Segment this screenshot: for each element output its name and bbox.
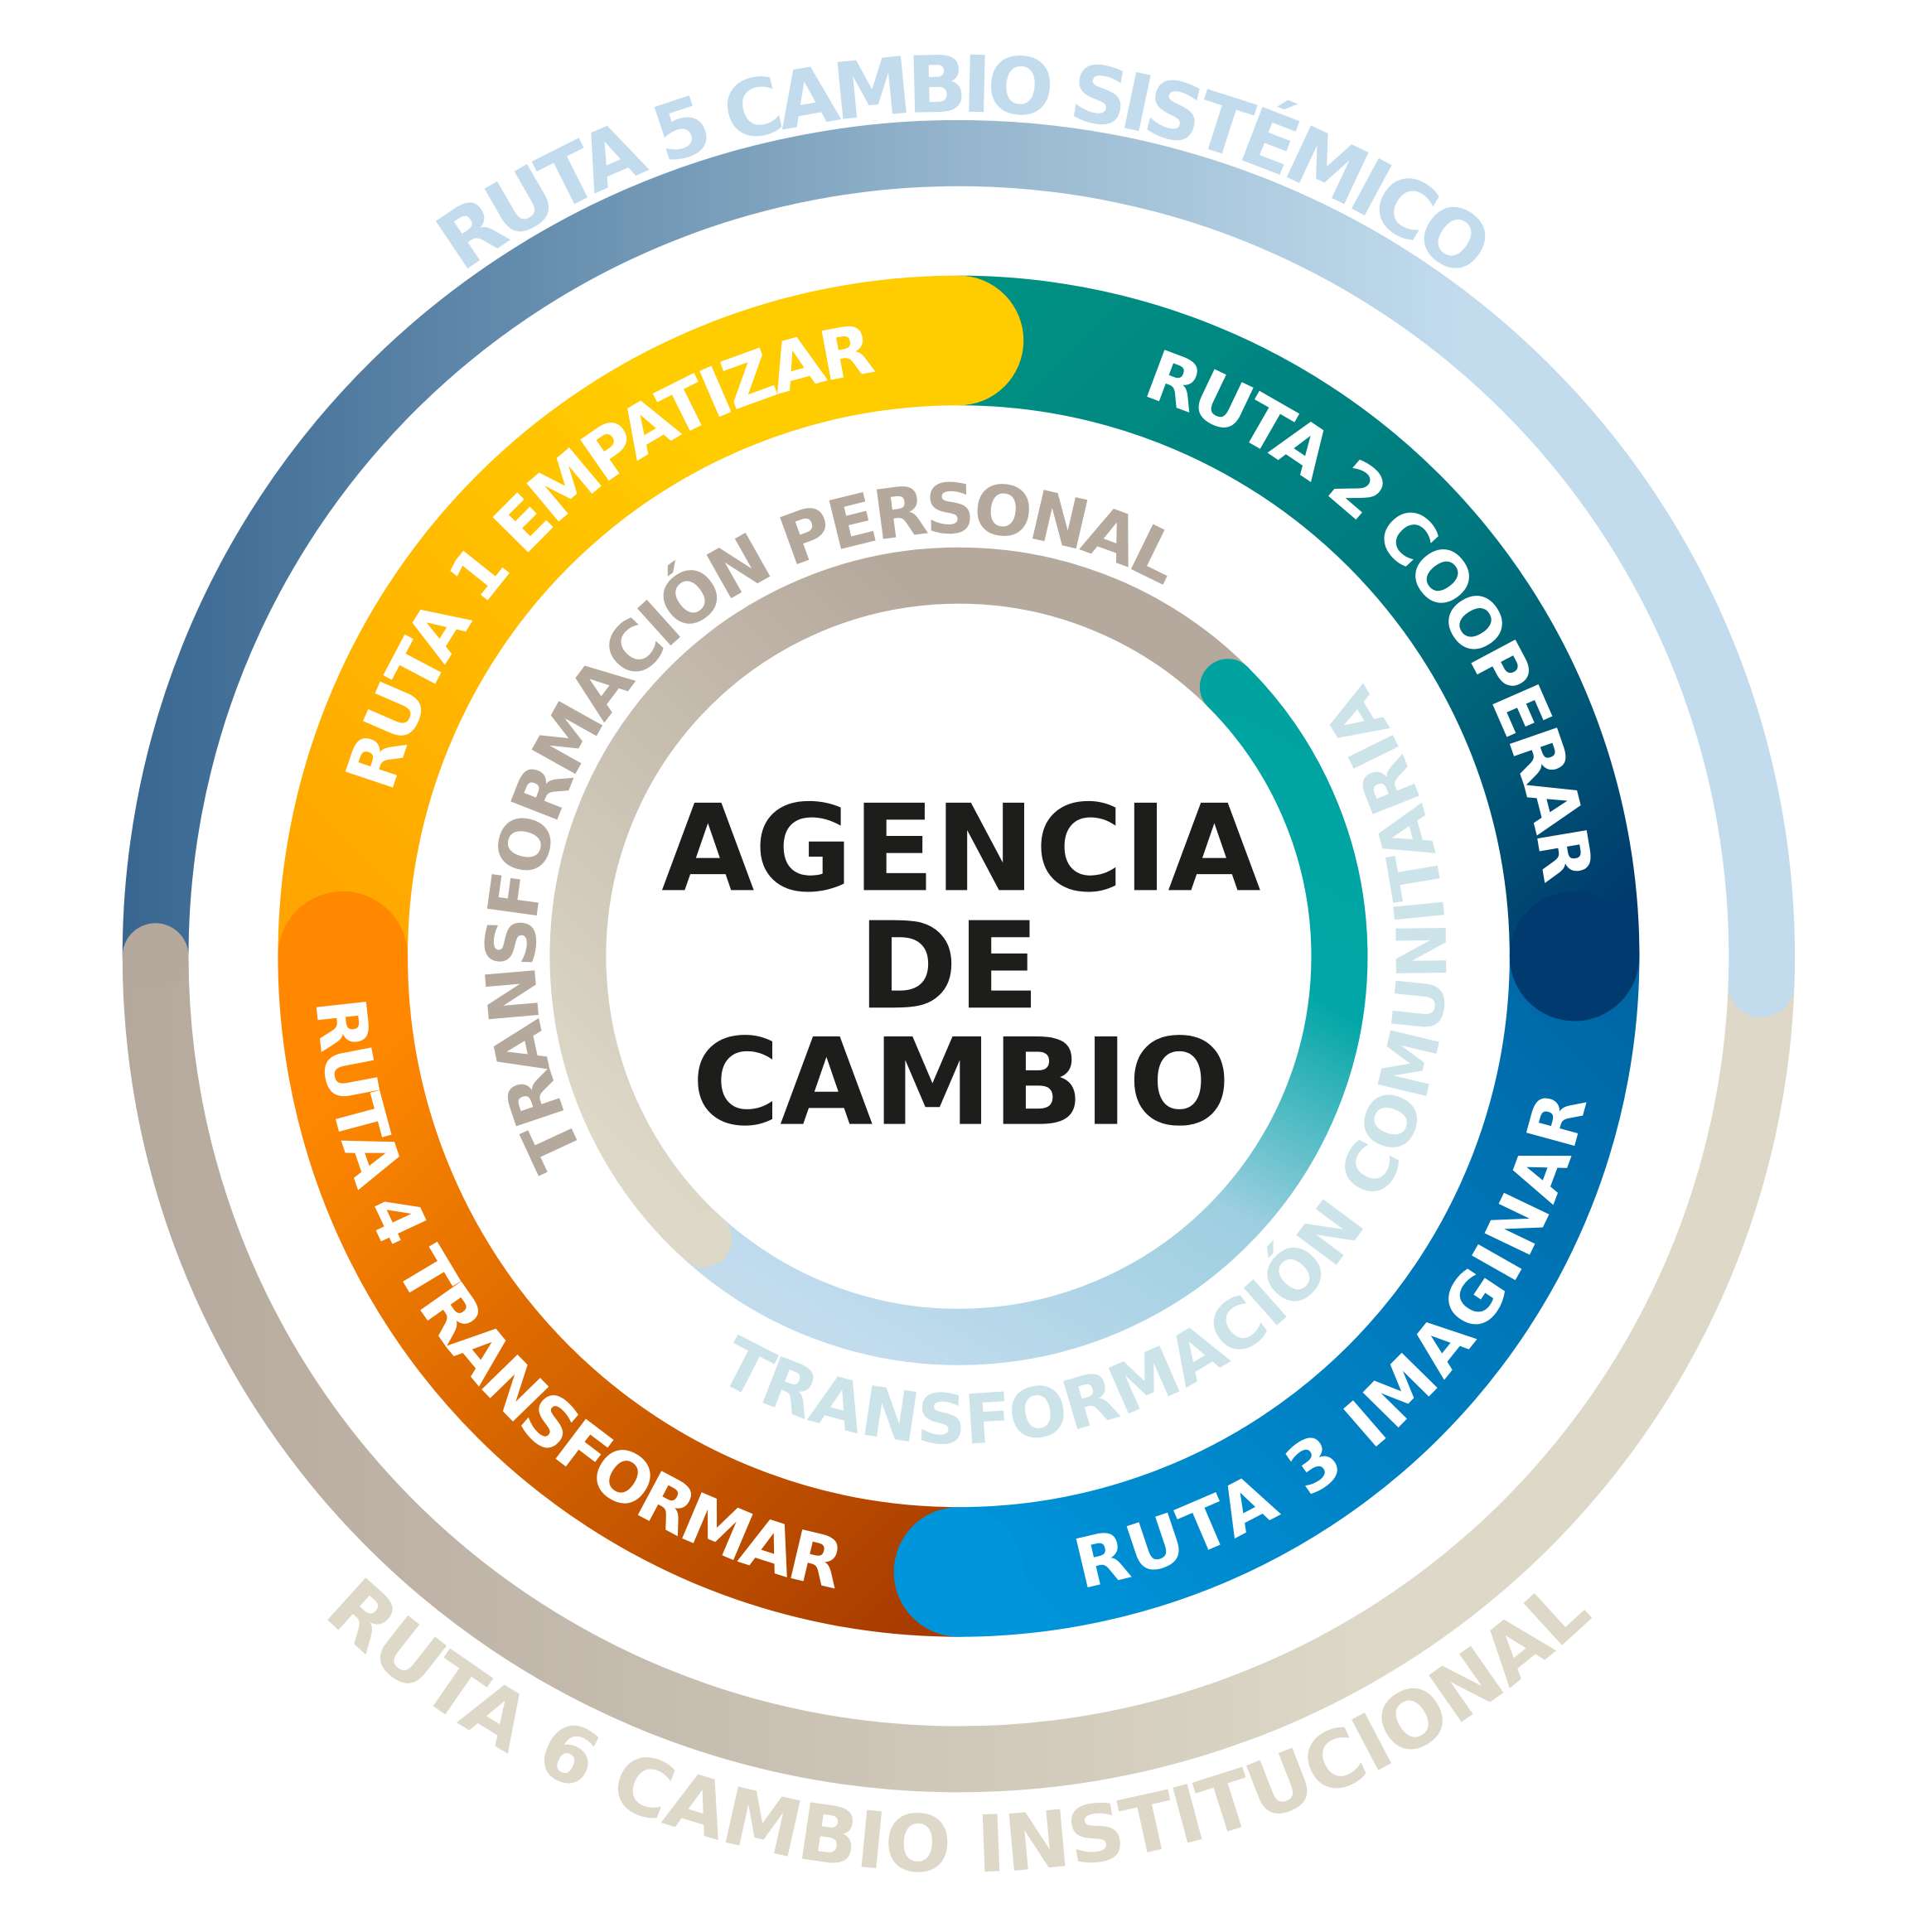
ruta3-arc xyxy=(958,956,1640,1637)
personal-cap xyxy=(675,1210,733,1268)
center-title-line-2: DE xyxy=(858,897,1040,1036)
ruta6-cap xyxy=(122,923,189,990)
transformacion-comunitaria-arc xyxy=(684,667,1368,1365)
ruta2-cap xyxy=(1509,891,1640,1022)
rings xyxy=(122,119,1796,1793)
center-title-line-1: AGENCIA xyxy=(661,780,1260,919)
ring-caps xyxy=(122,275,1795,1637)
ruta5-cap xyxy=(1728,951,1795,1017)
ruta6-arc xyxy=(122,956,1795,1793)
ruta2-arc xyxy=(958,275,1640,957)
ruta4-arc xyxy=(278,956,960,1637)
ruta1-arc xyxy=(278,275,960,957)
comunitaria-cap xyxy=(1199,659,1256,716)
center-title-line-3: CAMBIO xyxy=(692,1014,1231,1153)
ruta4-cap xyxy=(278,891,409,1022)
ruta1-cap xyxy=(893,275,1024,406)
ruta3-cap xyxy=(893,1507,1024,1637)
ruta5-arc xyxy=(122,119,1796,986)
transformacion-personal-arc xyxy=(549,547,1248,1260)
